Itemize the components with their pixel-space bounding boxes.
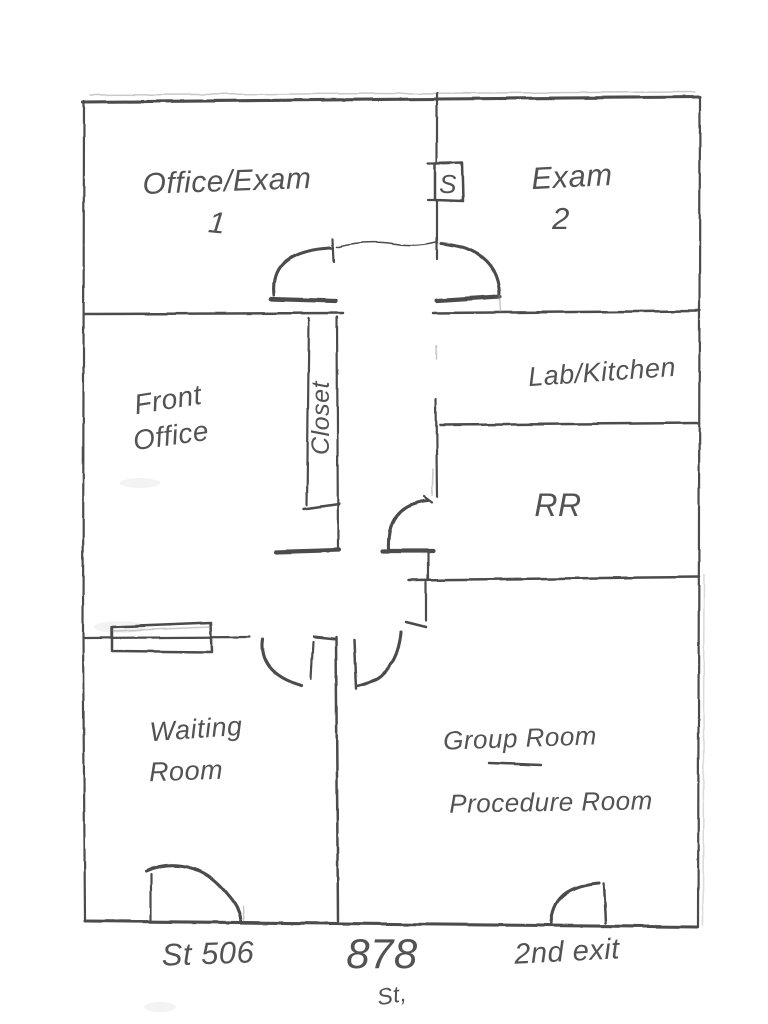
- street-door-arc: [144, 863, 243, 923]
- rr-group-divider-wall: [407, 575, 701, 582]
- reception-counter-inner-line: [112, 626, 211, 632]
- waiting-door-hinge-dash: [312, 635, 336, 641]
- bottom-wall: [83, 919, 699, 929]
- bottom-wall-tick: [242, 906, 245, 922]
- left-wall: [81, 99, 87, 923]
- exam-2-label: Exam: [530, 157, 613, 196]
- closet-right-wall: [335, 315, 340, 553]
- waiting-group-divider-wall: [334, 635, 340, 923]
- interior-walls: [82, 91, 702, 923]
- group-room-label: Group Room: [443, 720, 598, 755]
- closet-base-dash: [273, 547, 342, 555]
- street-left-label: St 506: [161, 934, 255, 972]
- hall-right-wall: [434, 397, 439, 499]
- front-office-label-line2: Office: [131, 415, 211, 456]
- group-room-door-arc: [356, 630, 403, 688]
- lab-kitchen-label: Lab/Kitchen: [527, 352, 677, 392]
- rr-door-arc-tip: [422, 495, 434, 505]
- procedure-room-label: Procedure Room: [449, 785, 653, 819]
- mid-wall-left: [82, 311, 345, 316]
- office-exam-door-leaf: [268, 296, 339, 304]
- scan-smudges: [94, 478, 176, 1012]
- s-box: [433, 160, 465, 203]
- hall-lower-jog: [404, 620, 428, 629]
- office-exam-1-label: Office/Exam: [142, 162, 312, 201]
- office-exam-1-number: 1: [207, 206, 228, 241]
- waiting-room-label-line2: Room: [148, 755, 223, 788]
- waiting-door-arc: [260, 637, 303, 688]
- lab-rr-divider-wall: [438, 421, 701, 427]
- mid-wall-right: [431, 309, 702, 315]
- office-exam-door-jamb: [331, 237, 336, 264]
- s-box-ticks: [426, 161, 438, 202]
- fixtures: [110, 160, 543, 767]
- s-box-label: S: [439, 169, 457, 199]
- right-wall-double-stroke: [702, 574, 705, 926]
- reception-counter: [110, 621, 214, 654]
- waiting-room-label-line1: Waiting: [149, 711, 244, 747]
- closet-bottom: [302, 502, 341, 511]
- group-room-underline: [487, 761, 543, 767]
- address-number-label: 878: [346, 930, 418, 977]
- rr-door-arc: [387, 499, 430, 551]
- top-wall: [81, 95, 702, 104]
- top-wall-double-stroke: [89, 91, 696, 96]
- second-exit-door-leaf: [602, 882, 608, 925]
- exam2-door-jamb: [499, 295, 502, 313]
- street-labels: St 506 878 St, 2nd exit: [161, 930, 622, 1010]
- closet-left-wall: [305, 316, 311, 507]
- second-exit-door-arc: [549, 881, 601, 926]
- doors: [144, 237, 608, 926]
- office-exam-door-arc: [272, 246, 333, 297]
- exam2-door-arc: [439, 241, 502, 296]
- closet-label: Closet: [307, 381, 335, 455]
- right-wall: [696, 96, 702, 929]
- wall-tick-b: [431, 468, 434, 497]
- address-suffix-label: St,: [375, 980, 408, 1010]
- exam-2-number: 2: [551, 201, 570, 236]
- front-office-label-line1: Front: [132, 379, 205, 420]
- group-room-door-leaf: [352, 638, 358, 691]
- room-labels: Office/Exam 1 Exam 2 S Front Office Lab/…: [131, 157, 677, 819]
- exam2-door-leaf: [434, 294, 503, 304]
- waiting-door-leaf: [309, 640, 315, 681]
- rr-label: RR: [534, 487, 581, 523]
- waiting-top-wall: [82, 635, 252, 640]
- second-exit-label: 2nd exit: [512, 933, 622, 971]
- hallway-header-wall: [336, 241, 437, 248]
